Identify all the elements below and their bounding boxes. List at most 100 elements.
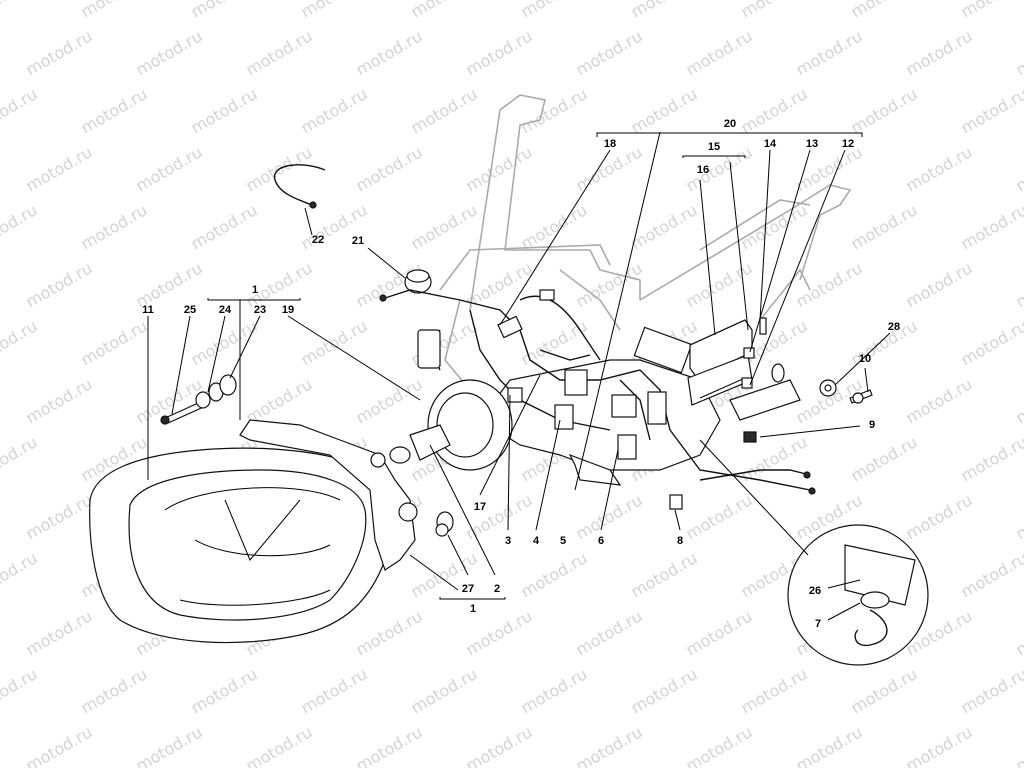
watermark-text: motod.ru — [958, 548, 1024, 601]
watermark-text: motod.ru — [958, 84, 1024, 137]
watermark-text: motod.ru — [78, 0, 151, 21]
watermark-text: motod.ru — [518, 84, 591, 137]
watermark-text: motod.ru — [0, 316, 41, 369]
watermark-text: motod.ru — [573, 26, 646, 79]
callout-5: 5 — [560, 535, 566, 547]
screw-and-grommets — [160, 374, 237, 425]
watermark-text: motod.ru — [903, 258, 976, 311]
callout-3: 3 — [505, 535, 511, 547]
watermark-text: motod.ru — [738, 200, 811, 253]
watermark-text: motod.ru — [738, 84, 811, 137]
watermark-text: motod.ru — [23, 26, 96, 79]
watermark-text: motod.ru — [1013, 258, 1024, 311]
callout-18: 18 — [604, 138, 616, 150]
watermark-text: motod.ru — [463, 722, 536, 768]
headlight-lens — [89, 447, 395, 644]
watermark-text: motod.ru — [0, 200, 41, 253]
watermark-text: motod.ru — [408, 664, 481, 717]
watermark-text: motod.ru — [518, 548, 591, 601]
callout-1-bottom: 1 — [470, 603, 476, 615]
callout-15: 15 — [708, 141, 720, 153]
watermark-text: motod.ru — [903, 26, 976, 79]
watermark-text: motod.ru — [1013, 722, 1024, 768]
headlight-rear-housing — [239, 419, 418, 571]
watermark-text: motod.ru — [683, 722, 756, 768]
callout-9: 9 — [869, 419, 875, 431]
watermark-text: motod.ru — [1013, 490, 1024, 543]
watermark-text: motod.ru — [518, 316, 591, 369]
watermark-text: motod.ru — [683, 606, 756, 659]
watermark-text: motod.ru — [848, 200, 921, 253]
watermark-text: motod.ru — [23, 142, 96, 195]
watermark-text: motod.ru — [793, 142, 866, 195]
watermark-text: motod.ru — [78, 664, 151, 717]
callout-2: 2 — [494, 583, 500, 595]
watermark-text: motod.ru — [0, 432, 41, 485]
rubber-cap — [404, 269, 432, 294]
watermark-text: motod.ru — [408, 0, 481, 21]
side-bulb — [435, 511, 454, 537]
callout-13: 13 — [806, 138, 818, 150]
callout-labels: 1 11 25 24 23 19 22 21 20 18 15 16 14 13… — [142, 118, 900, 630]
watermark-text: motod.ru — [23, 606, 96, 659]
watermark-text: motod.ru — [353, 722, 426, 768]
callout-22: 22 — [312, 234, 324, 246]
watermark-text: motod.ru — [353, 142, 426, 195]
callout-12: 12 — [842, 138, 854, 150]
callout-21: 21 — [352, 235, 364, 247]
connectors-and-relays — [417, 289, 693, 510]
watermark-text: motod.ru — [958, 200, 1024, 253]
watermark-text: motod.ru — [958, 0, 1024, 21]
watermark-text: motod.ru — [408, 200, 481, 253]
mounting-bracket — [479, 359, 721, 486]
watermark-text: motod.ru — [133, 722, 206, 768]
watermark-text: motod.ru — [518, 664, 591, 717]
callout-23: 23 — [254, 304, 266, 316]
watermark-text: motod.ru — [683, 258, 756, 311]
cable-strap — [273, 164, 326, 209]
watermark-text: motod.ru — [133, 26, 206, 79]
watermark-text: motod.ru — [0, 0, 41, 21]
callout-10: 10 — [859, 353, 871, 365]
watermark-text: motod.ru — [573, 606, 646, 659]
watermark-text: motod.ru — [573, 258, 646, 311]
watermark-text: motod.ru — [1013, 142, 1024, 195]
watermark-text: motod.ru — [793, 722, 866, 768]
watermark-text: motod.ru — [958, 432, 1024, 485]
watermark-text: motod.ru — [848, 432, 921, 485]
watermark-text: motod.ru — [958, 316, 1024, 369]
callout-4: 4 — [533, 535, 540, 547]
watermark-text: motod.ru — [1013, 374, 1024, 427]
reflector-and-bulb — [389, 379, 513, 471]
watermark-text: motod.ru — [408, 84, 481, 137]
callout-6: 6 — [598, 535, 604, 547]
watermark-text: motod.ru — [23, 258, 96, 311]
callout-24: 24 — [219, 304, 232, 316]
watermark-text: motod.ru — [78, 200, 151, 253]
callout-26: 26 — [809, 585, 821, 597]
watermark-text: motod.ru — [628, 0, 701, 21]
detail-inset — [699, 439, 929, 666]
callout-28: 28 — [888, 321, 900, 333]
watermark-text: motod.ru — [133, 142, 206, 195]
watermark-text: motod.ru — [298, 664, 371, 717]
callout-7: 7 — [815, 618, 821, 630]
watermark-text: motod.ru — [0, 84, 41, 137]
watermark-text: motod.ru — [188, 84, 261, 137]
watermark-text: motod.ru — [903, 490, 976, 543]
watermark-text: motod.ru — [628, 200, 701, 253]
watermark-text: motod.ru — [23, 722, 96, 768]
small-fasteners-right — [729, 317, 873, 443]
callout-1-top: 1 — [252, 284, 258, 296]
watermark-text: motod.ru — [243, 722, 316, 768]
callout-11: 11 — [142, 304, 154, 316]
callout-14: 14 — [764, 138, 777, 150]
callout-20: 20 — [724, 118, 736, 130]
watermark-text: motod.ru — [188, 200, 261, 253]
watermark-text: motod.ru — [298, 0, 371, 21]
callout-27: 27 — [462, 583, 474, 595]
watermark-text: motod.ru — [463, 26, 536, 79]
watermark-text: motod.ru — [903, 722, 976, 768]
watermark-text: motod.ru — [188, 316, 261, 369]
